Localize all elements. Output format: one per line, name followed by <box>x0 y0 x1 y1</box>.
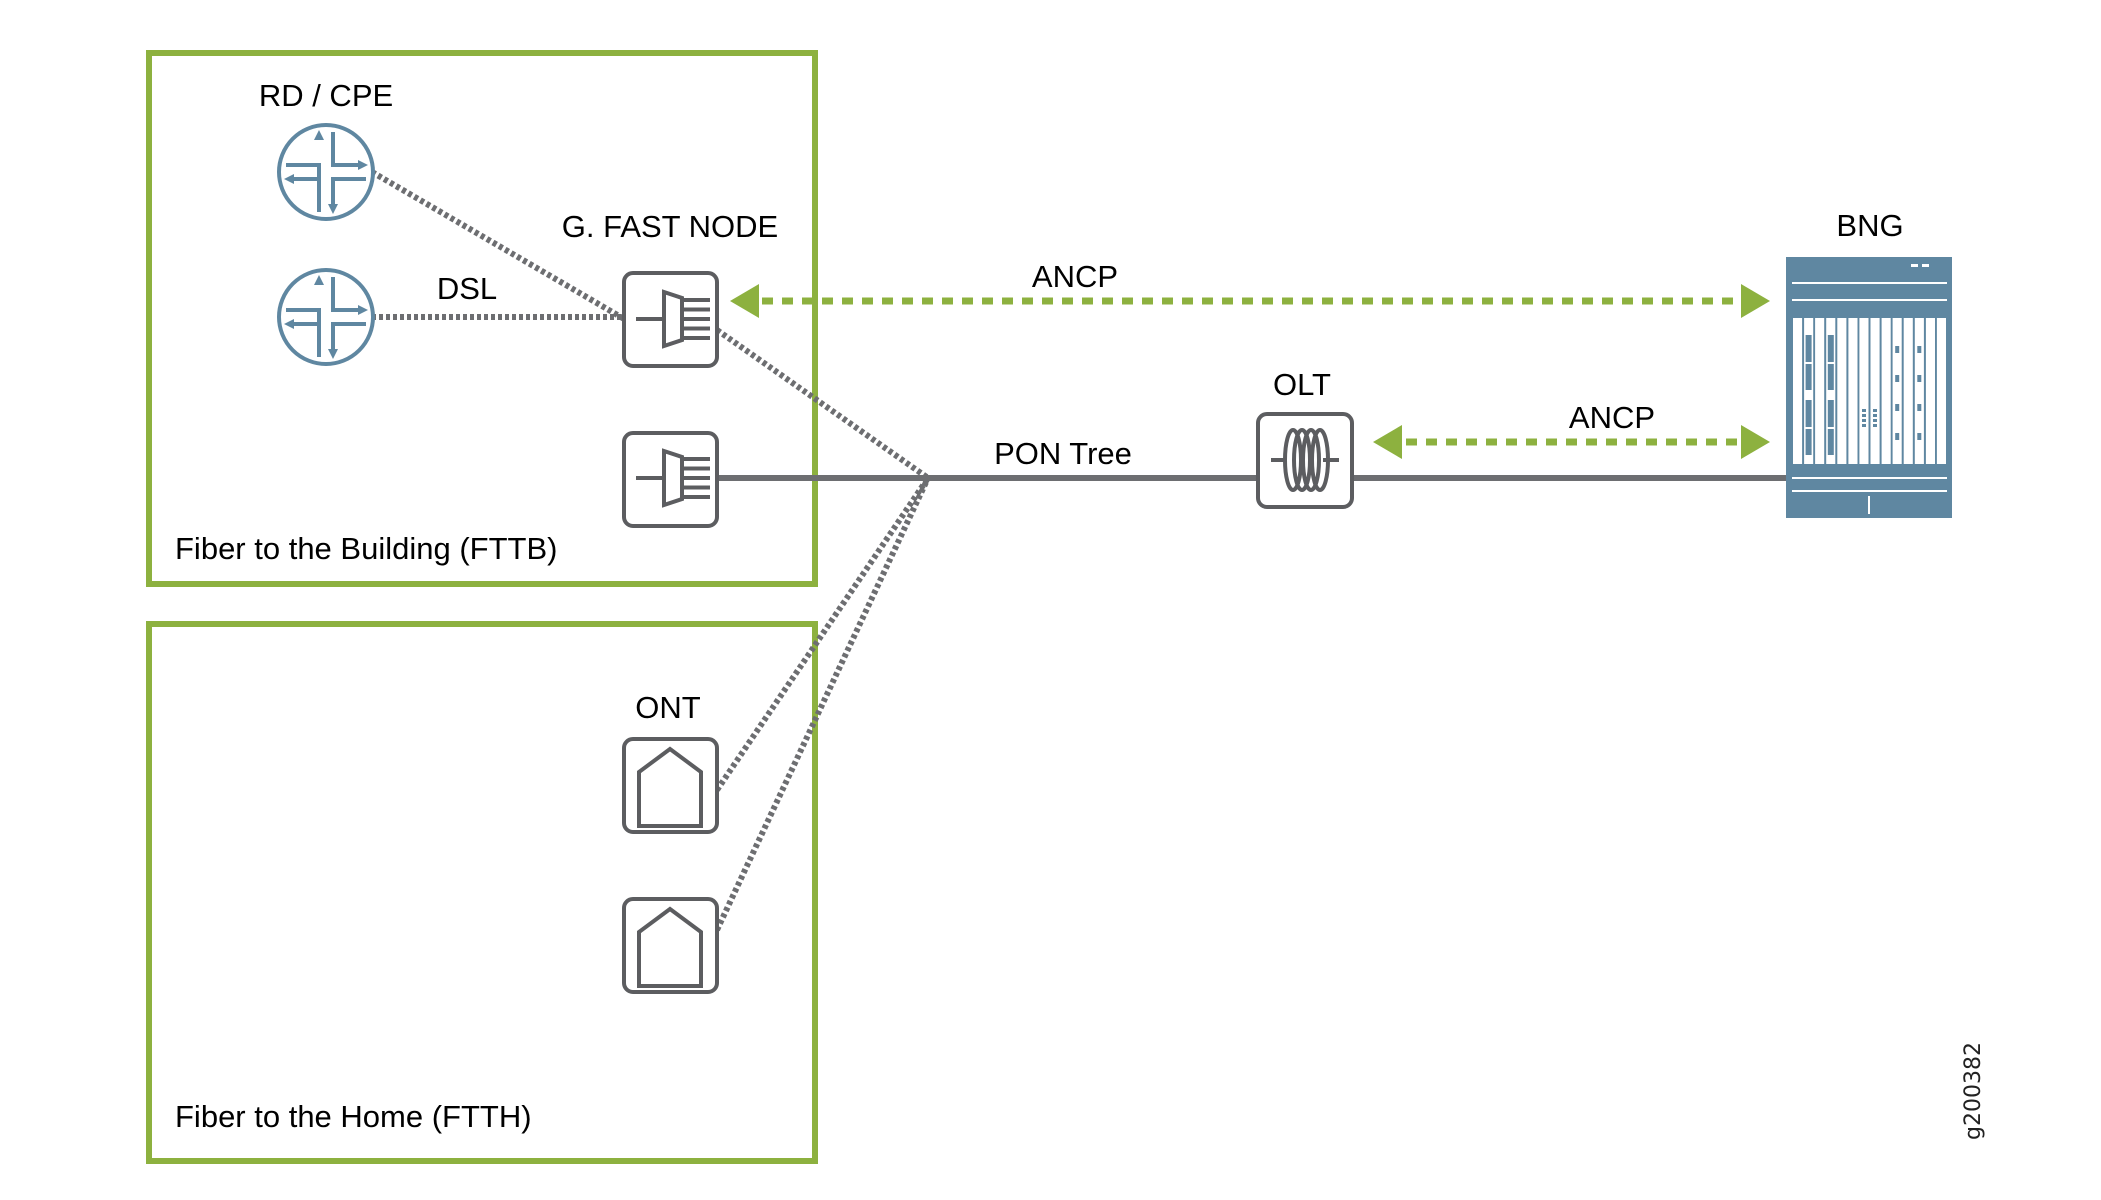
ont-device-2[interactable] <box>622 897 719 994</box>
bng-port <box>1873 409 1877 412</box>
bng-slot <box>1903 318 1913 464</box>
bng-port <box>1805 429 1812 455</box>
pon-drop-ont2 <box>714 476 931 932</box>
bng-slot <box>1826 318 1836 464</box>
bng-port <box>1805 364 1812 390</box>
olt-label: OLT <box>1273 367 1331 402</box>
bng-slot <box>1881 318 1891 464</box>
bng-slot <box>1804 318 1814 464</box>
bng-slot <box>1793 318 1803 464</box>
bng-port <box>1862 414 1866 417</box>
bng-port <box>1873 414 1877 417</box>
bng-port <box>1895 404 1900 411</box>
dsl-label: DSL <box>437 271 497 306</box>
bng-slot <box>1892 318 1902 464</box>
bng-port <box>1873 419 1877 422</box>
bng-slot <box>1848 318 1858 464</box>
bng-port <box>1827 429 1834 455</box>
rd-cpe-label: RD / CPE <box>259 78 393 113</box>
ftth-region <box>146 621 818 1164</box>
ancp-olt-label: ANCP <box>1569 400 1655 435</box>
bng-port <box>1827 335 1834 362</box>
ancp-olt-arrowhead-right-icon <box>1741 425 1770 459</box>
bng-label: BNG <box>1836 208 1903 243</box>
router-icon <box>277 268 375 366</box>
bng-chassis[interactable] <box>1786 257 1952 518</box>
bng-port <box>1917 346 1922 353</box>
gfast-node-1[interactable] <box>622 271 719 368</box>
bng-port <box>1805 400 1812 427</box>
pon-drop-gfast <box>715 327 930 481</box>
bng-port <box>1827 364 1834 390</box>
bng-slot <box>1936 318 1946 464</box>
gfast-node-label: G. FAST NODE <box>562 209 778 244</box>
bng-slot <box>1837 318 1847 464</box>
bng-port <box>1895 375 1900 382</box>
bng-port <box>1805 335 1812 362</box>
bng-slot <box>1815 318 1825 464</box>
ancp-arrowhead-left-icon <box>730 284 759 318</box>
bng-port <box>1895 346 1900 353</box>
bng-port <box>1873 424 1877 427</box>
gfast-node-2[interactable] <box>622 431 719 528</box>
bng-port <box>1895 433 1900 440</box>
bng-slot <box>1859 318 1869 464</box>
ont-device-1[interactable] <box>622 737 719 834</box>
rd-cpe-router-2[interactable] <box>277 268 375 366</box>
chassis-router-icon <box>1792 264 1947 514</box>
bng-port <box>1917 404 1922 411</box>
rd-cpe-router-1[interactable] <box>277 123 375 221</box>
bng-slot <box>1925 318 1935 464</box>
bng-port <box>1827 400 1834 427</box>
bng-port <box>1862 409 1866 412</box>
optical-coil-icon <box>1271 428 1339 492</box>
bng-port <box>1917 375 1922 382</box>
ont-label: ONT <box>635 690 701 725</box>
dsl-link-cpe1 <box>370 169 628 323</box>
ftth-region-label: Fiber to the Home (FTTH) <box>175 1099 532 1134</box>
bng-slot <box>1914 318 1924 464</box>
pon-drop-ont1 <box>714 476 931 792</box>
pon-tree-label: PON Tree <box>994 436 1132 471</box>
bng-port <box>1862 419 1866 422</box>
ancp-gfast-label: ANCP <box>1032 259 1118 294</box>
fttb-region-label: Fiber to the Building (FTTB) <box>175 531 557 566</box>
bng-slot <box>1870 318 1880 464</box>
fttb-region <box>146 50 818 587</box>
figure-id: g200382 <box>1961 1042 1986 1140</box>
ancp-olt-arrowhead-left-icon <box>1373 425 1402 459</box>
bng-port <box>1862 424 1866 427</box>
bng-port <box>1917 433 1922 440</box>
router-icon <box>277 123 375 221</box>
ancp-arrowhead-right-icon <box>1741 284 1770 318</box>
olt-device[interactable] <box>1256 412 1354 509</box>
